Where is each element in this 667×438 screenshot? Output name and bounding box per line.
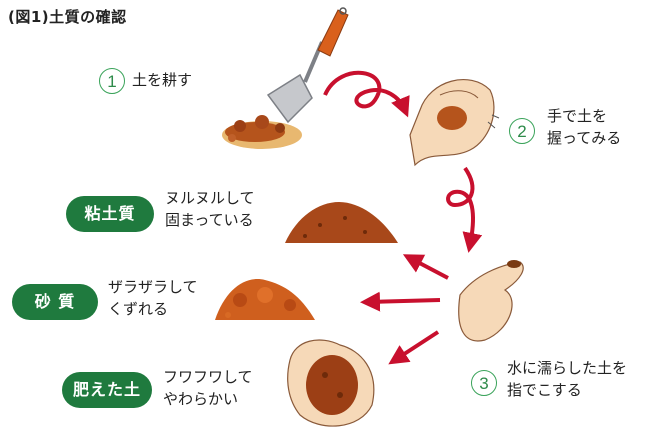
fertile-line-1: フワフワして [163, 368, 253, 386]
step-2-line-1: 手で土を [547, 107, 608, 125]
clay-line-2: 固まっている [165, 211, 254, 229]
sandy-soil-illustration [215, 279, 315, 320]
trowel-soil-illustration [222, 7, 349, 149]
arrow-to-clay [402, 254, 449, 280]
fertile-line-2: やわらかい [163, 390, 239, 408]
figure-title: (図1)土質の確認 [8, 8, 127, 26]
clay-description: ヌルヌルして 固まっている [165, 187, 255, 231]
step-3-number: 3 [471, 370, 497, 396]
fertile-badge: 肥えた土 [62, 372, 152, 408]
step-3-line-2: 指でこする [507, 381, 582, 399]
arrow-step2-to-step3 [446, 166, 483, 253]
clay-line-1: ヌルヌルして [165, 189, 255, 207]
fertile-soil-illustration [287, 339, 375, 427]
step-2-line-2: 握ってみる [547, 129, 622, 147]
step-1-number: 1 [99, 68, 125, 94]
step-2-number: 2 [509, 118, 535, 144]
sandy-line-2: くずれる [108, 300, 169, 318]
step-1-line-1: 土を耕す [132, 71, 193, 89]
arrow-to-sandy [360, 291, 441, 312]
clay-badge: 粘土質 [66, 196, 154, 232]
arrow-step1-to-step2 [323, 70, 410, 118]
step-1-text: 土を耕す [132, 69, 192, 91]
sandy-badge: 砂 質 [12, 284, 98, 320]
clay-soil-illustration [285, 201, 398, 243]
hand-squeeze-illustration [409, 79, 500, 167]
arrow-to-fertile [388, 330, 440, 365]
sandy-description: ザラザラして くずれる [108, 276, 198, 320]
step-2-text: 手で土を 握ってみる [547, 105, 621, 149]
hand-rub-illustration [458, 260, 524, 342]
step-3-line-1: 水に濡らした土を [507, 359, 628, 377]
fertile-description: フワフワして やわらかい [163, 366, 253, 410]
step-3-text: 水に濡らした土を 指でこする [507, 357, 627, 401]
sandy-line-1: ザラザラして [108, 278, 198, 296]
